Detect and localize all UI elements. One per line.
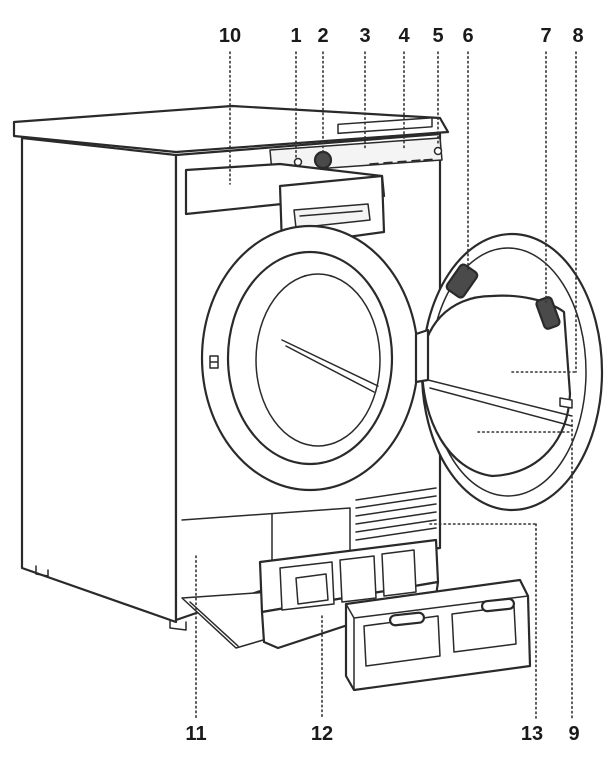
start-button [433,146,443,156]
callout-10: 10 [219,25,241,47]
plinth-tray [189,601,239,647]
callout-2: 2 [317,25,328,47]
leader-lines [195,51,577,719]
callout-9: 9 [568,723,579,745]
callout-12: 12 [311,723,333,745]
callout-3: 3 [359,25,370,47]
drum-paddle [281,339,379,393]
cover-recess-right [451,605,517,653]
drum-opening [200,224,420,492]
exchanger-cells [279,549,417,611]
container-handle [293,203,371,229]
program-knob [313,150,333,170]
door-seal-left [445,263,479,299]
door-bowl [420,294,572,478]
filter-tab [559,397,573,409]
callout-11: 11 [185,723,206,745]
callout-1: 1 [290,25,301,47]
door-hinge [414,328,430,384]
container-handle-inner [299,210,363,217]
door-seal-right [535,296,561,330]
cover-lever-left [388,611,426,627]
air-vents [355,487,437,541]
callout-13: 13 [521,723,543,745]
cover-plate-edge [345,595,529,691]
on-off-button [293,157,303,167]
side-panel [20,136,178,624]
callout-7: 7 [540,25,551,47]
foot-front [169,619,187,631]
callout-5: 5 [432,25,443,47]
door-bowl-inner [427,379,573,427]
callout-4: 4 [398,25,410,47]
cover-lever-right [480,597,516,613]
display [337,117,433,135]
plinth-outline [181,507,351,557]
drum-back [255,273,381,447]
heat-exchanger-cover [344,578,532,692]
plinth-floor [181,591,271,649]
callout-8: 8 [572,25,583,47]
callout-labels: 10 1 2 3 4 5 6 7 8 11 12 13 9 [185,25,583,745]
foot-left [35,565,49,577]
top-panel-edge [13,131,449,153]
callout-6: 6 [462,25,473,47]
option-buttons [369,158,433,165]
